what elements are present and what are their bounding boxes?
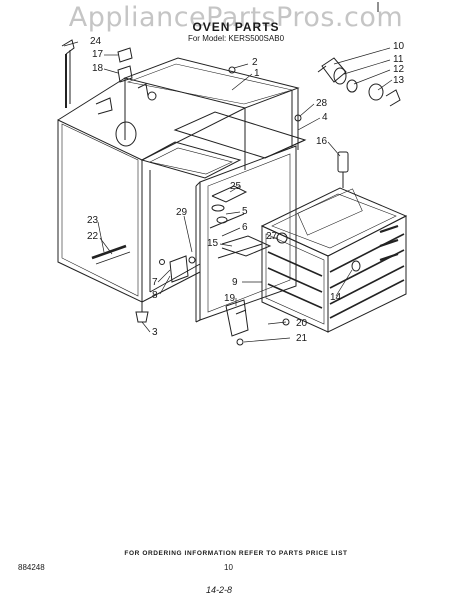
callout-label: 25 [230,181,242,192]
callout-label: 8 [152,290,158,301]
watermark: AppliancePartsPros.com [68,2,404,33]
callout-label: 4 [322,112,328,123]
callout-label: 24 [90,36,102,47]
callout-label: 22 [87,231,99,242]
callout-label: 16 [316,136,328,147]
oven-body-frame [57,57,307,303]
callout-label: 21 [296,333,308,344]
callout-label: 2 [252,57,258,68]
callout-label: 17 [92,49,104,60]
broil-element [209,185,248,229]
oven-liner [260,187,408,333]
callout-label: 14 [330,292,342,303]
front-frame [195,145,297,323]
callout-leaders [63,41,393,343]
callout-label: 28 [316,98,328,109]
oven-light-assembly [317,57,401,107]
wire-harness [91,244,131,265]
callout-label: 9 [232,277,238,288]
diagram-title: OVEN PARTS [192,20,280,34]
callout-label: 27 [266,231,278,242]
callout-label: 12 [393,64,405,75]
callout-label: 7 [152,277,158,288]
callout-label: 10 [393,41,405,52]
screws [159,66,302,346]
ordering-info-footer: FOR ORDERING INFORMATION REFER TO PARTS … [124,550,348,557]
callout-label: 5 [242,206,248,217]
callout-label: 3 [152,327,158,338]
callout-label: 23 [87,215,99,226]
leveling-leg [135,302,149,323]
callout-label: 6 [242,222,248,233]
terminal-block [169,255,189,283]
hinge-bracket [225,299,249,337]
bake-element [217,235,272,259]
callout-label: 19 [224,293,236,304]
small-parts-top-left [61,39,133,108]
handwritten-date: 14-2-8 [206,585,233,595]
document-number: 884248 [18,563,45,572]
diagram-subtitle: For Model: KERS500SAB0 [187,34,285,43]
callout-label: 13 [393,75,405,86]
callout-label: 20 [296,318,308,329]
callout-label: 29 [176,207,188,218]
sensor-probe [337,151,349,188]
callout-label: 11 [393,54,404,65]
callout-label: 1 [254,68,260,79]
page-number: 10 [224,563,233,572]
callout-label: 15 [207,238,219,249]
callout-label: 18 [92,63,104,74]
